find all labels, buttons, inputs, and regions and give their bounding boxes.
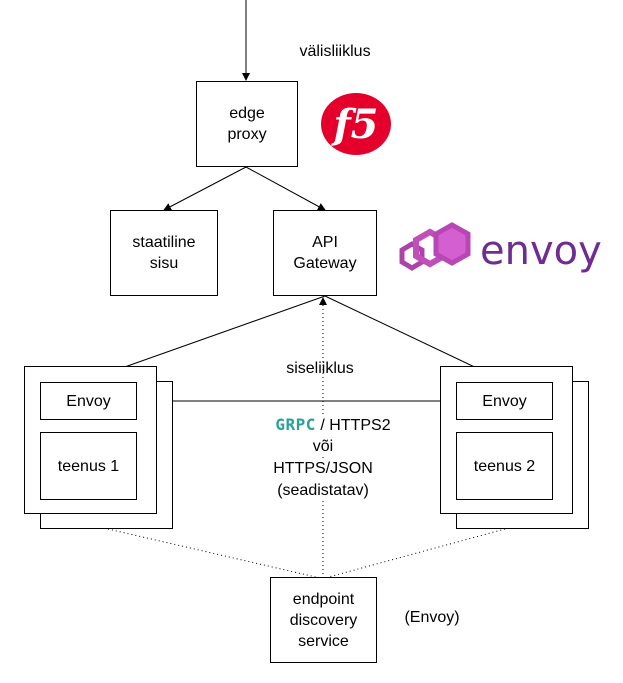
arrow-to-static — [163, 166, 247, 211]
grpc-logo: GRPC — [275, 415, 316, 434]
f5-logo-text: f5 — [330, 101, 378, 148]
envoy-logo-text: envoy — [480, 228, 602, 274]
envoy-logo: envoy — [388, 222, 602, 284]
external-traffic-label: välisliiklus — [299, 43, 371, 60]
https2-label: / HTTPS2 — [320, 417, 391, 434]
edge-proxy-box: edge proxy — [196, 81, 298, 167]
service-1-box: teenus 1 — [40, 432, 137, 500]
envoy-right-box: Envoy — [456, 382, 553, 420]
protocol-line-1: GRPC / HTTPS2 — [248, 414, 418, 436]
service-2-box: teenus 2 — [456, 432, 553, 500]
envoy-note-label: (Envoy) — [404, 609, 460, 626]
discovery-line-right — [324, 528, 506, 579]
endpoint-discovery-service-box: endpoint discovery service — [270, 577, 377, 663]
or-label: või — [268, 436, 378, 457]
envoy-left-box: Envoy — [40, 382, 137, 420]
f5-logo: f5 — [321, 93, 391, 155]
configurable-label: (seadistatav) — [258, 480, 388, 501]
static-content-box: staatiline sisu — [110, 210, 218, 296]
discovery-line-left — [107, 528, 321, 579]
internal-traffic-label: siseliiklus — [286, 360, 354, 377]
envoy-hex-icon — [399, 222, 471, 271]
https-json-label: HTTPS/JSON — [258, 458, 388, 479]
api-gateway-box: API Gateway — [273, 210, 377, 296]
arrow-to-gateway — [245, 166, 326, 211]
